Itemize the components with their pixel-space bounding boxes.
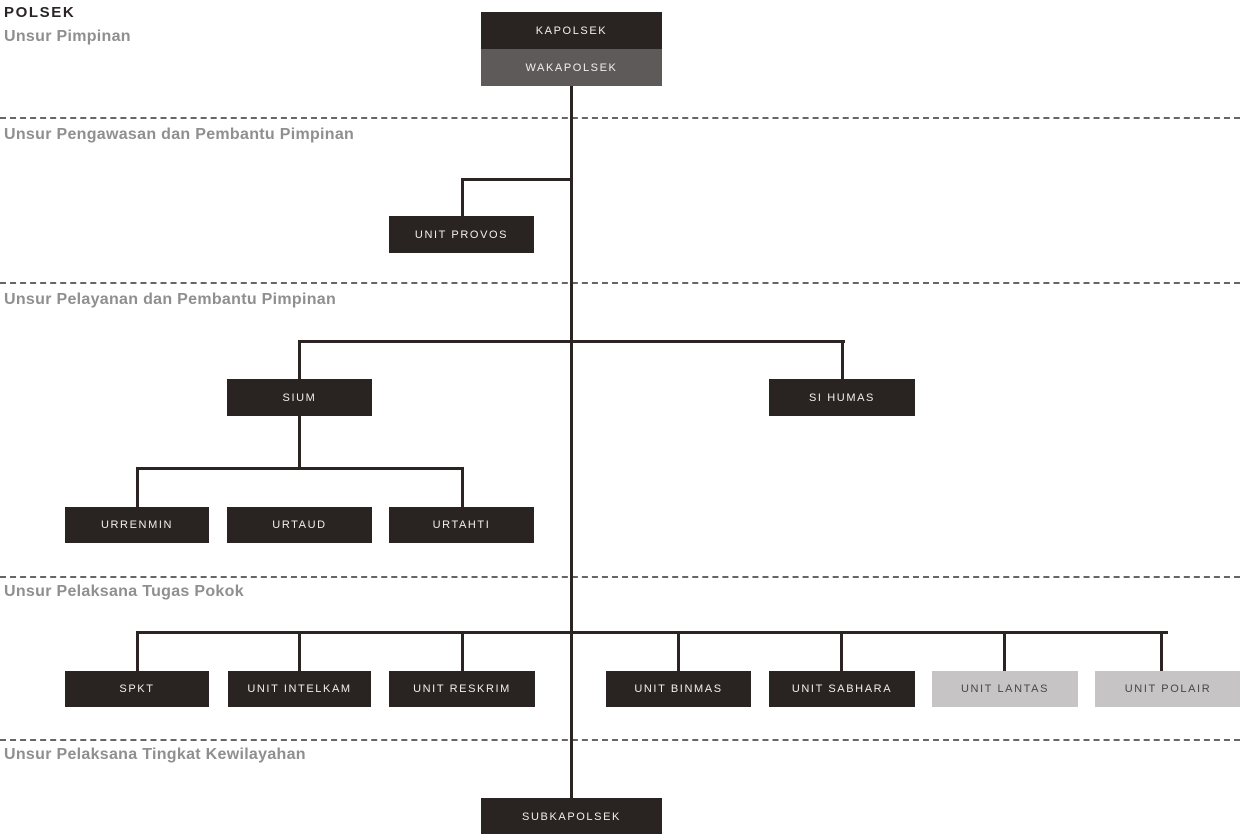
- section-label-unsur-pengawasan: Unsur Pengawasan dan Pembantu Pimpinan: [4, 126, 355, 143]
- org-node-urrenmin: URRENMIN: [65, 507, 209, 543]
- connector-sium-riser: [298, 340, 301, 379]
- connector-lantas-riser: [1003, 631, 1006, 671]
- connector-sihumas-riser: [841, 340, 844, 379]
- org-node-urtahti: URTAHTI: [389, 507, 534, 543]
- connector-spkt-riser: [136, 631, 139, 671]
- connector-sium-children-horizontal: [136, 467, 464, 470]
- connector-sabhara-riser: [840, 631, 843, 671]
- org-node-unit-lantas: UNIT LANTAS: [932, 671, 1078, 707]
- section-divider: [0, 117, 1240, 119]
- org-node-urtaud: URTAUD: [227, 507, 372, 543]
- connector-tier3-horizontal: [298, 340, 845, 343]
- section-label-unsur-pelaksana-tugas-pokok: Unsur Pelaksana Tugas Pokok: [4, 583, 244, 600]
- org-node-unit-binmas: UNIT BINMAS: [606, 671, 751, 707]
- section-divider: [0, 576, 1240, 578]
- section-divider: [0, 739, 1240, 741]
- section-divider: [0, 282, 1240, 284]
- org-node-unit-sabhara: UNIT SABHARA: [769, 671, 915, 707]
- org-node-unit-reskrim: UNIT RESKRIM: [389, 671, 535, 707]
- org-node-spkt: SPKT: [65, 671, 209, 707]
- connector-urtahti-riser: [461, 467, 464, 507]
- org-node-unit-polair: UNIT POLAIR: [1095, 671, 1240, 707]
- connector-sium-down: [298, 416, 301, 470]
- connector-reskrim-riser: [461, 631, 464, 671]
- section-label-unsur-pimpinan: Unsur Pimpinan: [4, 28, 131, 45]
- page-title: POLSEK: [4, 4, 76, 21]
- connector-polair-riser: [1160, 631, 1163, 671]
- connector-intelkam-riser: [298, 631, 301, 671]
- connector-provos-horizontal: [461, 178, 573, 181]
- org-node-kapolsek: KAPOLSEK: [481, 12, 662, 49]
- connector-binmas-riser: [677, 631, 680, 671]
- connector-tier4-horizontal: [136, 631, 1168, 634]
- connector-urrenmin-riser: [136, 467, 139, 507]
- connector-provos-riser: [461, 178, 464, 216]
- org-node-sium: SIUM: [227, 379, 372, 416]
- org-node-unit-intelkam: UNIT INTELKAM: [228, 671, 371, 707]
- org-node-si-humas: SI HUMAS: [769, 379, 915, 416]
- connector-trunk: [570, 86, 573, 798]
- org-node-unit-provos: UNIT PROVOS: [389, 216, 534, 253]
- org-node-wakapolsek: WAKAPOLSEK: [481, 49, 662, 86]
- org-node-subkapolsek: SUBKAPOLSEK: [481, 798, 662, 834]
- section-label-unsur-pelayanan: Unsur Pelayanan dan Pembantu Pimpinan: [4, 291, 337, 308]
- section-label-unsur-pelaksana-kewilayahan: Unsur Pelaksana Tingkat Kewilayahan: [4, 746, 306, 763]
